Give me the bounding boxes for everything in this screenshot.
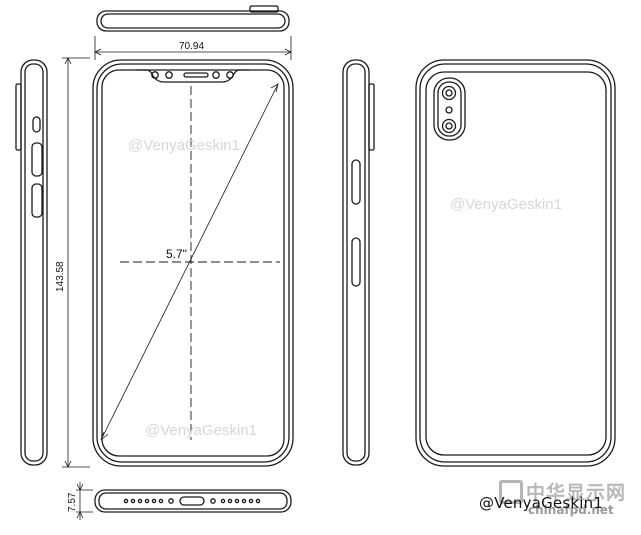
depth-dimension bbox=[76, 482, 93, 520]
width-dimension bbox=[94, 36, 292, 60]
front-watermark-top: @VenyaGeskin1 bbox=[128, 137, 240, 154]
height-dimension bbox=[62, 57, 90, 468]
speaker-holes-right bbox=[220, 498, 261, 504]
rear-camera-lens-icon bbox=[441, 85, 457, 101]
back-view bbox=[415, 59, 616, 467]
rear-camera-module bbox=[433, 77, 466, 141]
speaker-holes-left bbox=[123, 498, 164, 504]
site-logo-icon bbox=[499, 480, 523, 504]
rear-flash-icon bbox=[445, 106, 453, 114]
height-label: 143.58 bbox=[55, 261, 66, 292]
site-logo-chinese: 中华显示网 bbox=[526, 482, 627, 504]
right-side-view bbox=[342, 59, 375, 466]
front-view bbox=[92, 59, 294, 467]
lightning-port bbox=[179, 496, 205, 506]
diagonal-dimension bbox=[100, 83, 279, 441]
front-watermark-bottom: @VenyaGeskin1 bbox=[145, 422, 257, 439]
front-center-lines bbox=[120, 86, 280, 440]
left-side-view bbox=[15, 59, 48, 466]
width-label: 70.94 bbox=[179, 41, 204, 52]
site-logo-url: chinafpd.net bbox=[528, 503, 614, 517]
depth-label: 7.57 bbox=[67, 492, 78, 512]
diagonal-label: 5.7" bbox=[166, 247, 187, 261]
top-edge-view bbox=[96, 5, 290, 32]
front-camera-icon bbox=[151, 71, 159, 79]
front-notch bbox=[136, 69, 250, 83]
author-credit: @VenyaGeskin1 bbox=[479, 494, 604, 512]
bottom-edge-view bbox=[94, 489, 292, 513]
back-watermark: @VenyaGeskin1 bbox=[450, 196, 562, 213]
